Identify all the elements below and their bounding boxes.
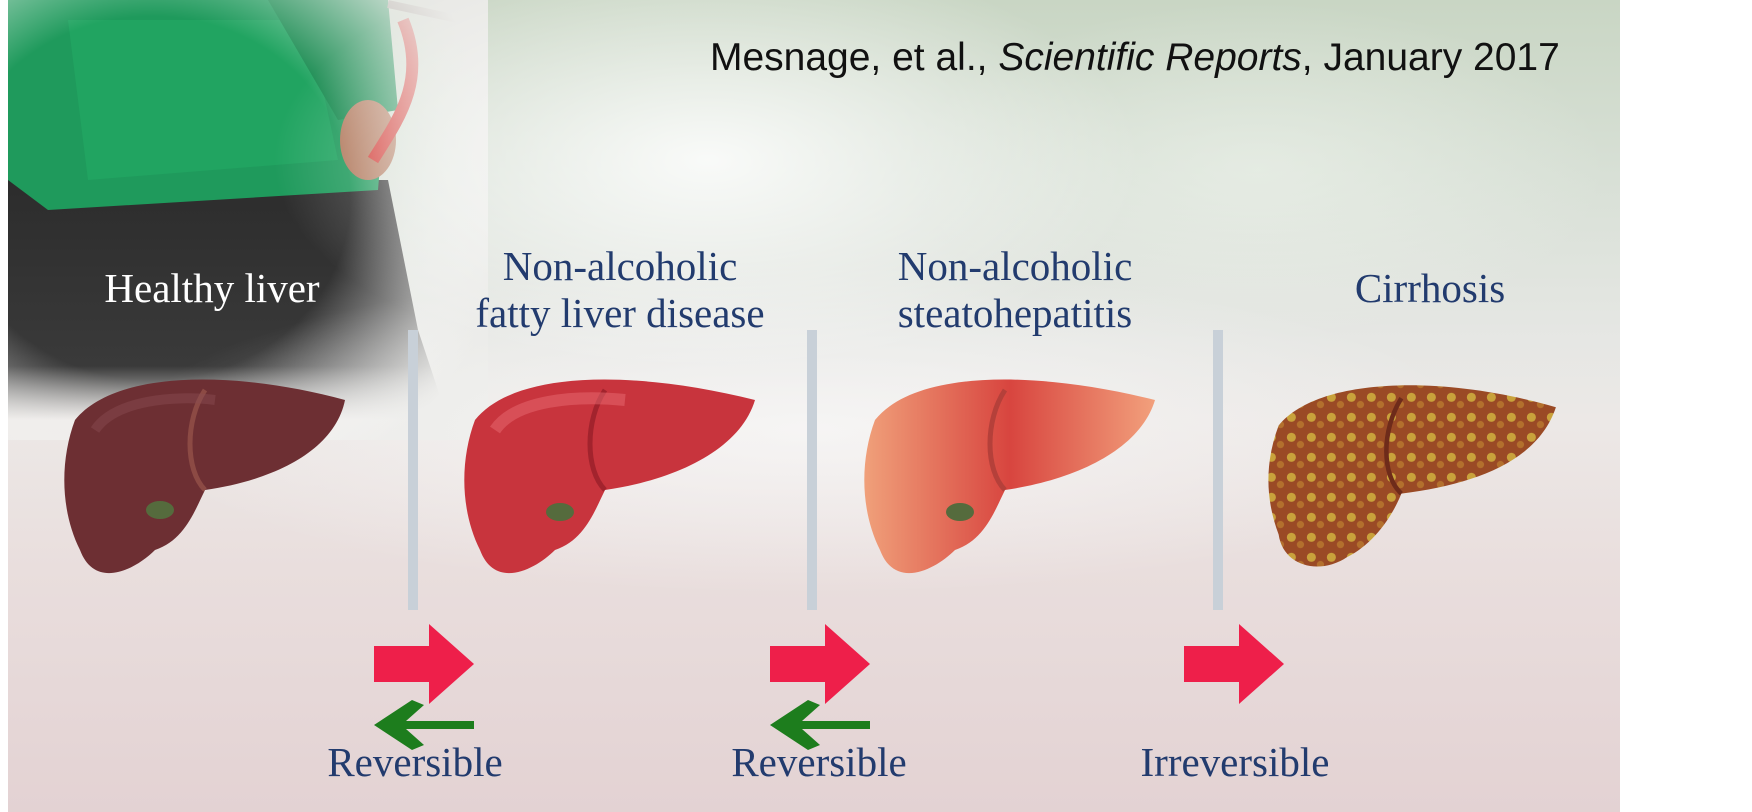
liver-nafld-image: [455, 360, 755, 600]
stage-label-nash: Non-alcoholic steatohepatitis: [855, 243, 1175, 337]
forward-arrow-red: [770, 624, 870, 704]
stage-label-nafld: Non-alcoholic fatty liver disease: [430, 243, 810, 337]
stage-label-cirrhosis: Cirrhosis: [1310, 265, 1550, 312]
transition-label-reversible: Reversible: [290, 738, 540, 786]
liver-nash-image: [855, 360, 1155, 600]
citation-authors: Mesnage, et al.,: [710, 36, 988, 79]
stage-divider: [1213, 330, 1223, 610]
stage-label-healthy-liver: Healthy liver: [62, 265, 362, 312]
stage-divider: [807, 330, 817, 610]
forward-arrow-red: [1184, 624, 1284, 704]
citation-journal: Scientific Reports: [998, 36, 1301, 79]
citation: Mesnage, et al., Scientific Reports, Jan…: [710, 36, 1560, 80]
transition-label-reversible: Reversible: [694, 738, 944, 786]
transition-label-irreversible: Irreversible: [1100, 738, 1370, 786]
forward-arrow-red: [374, 624, 474, 704]
citation-date: , January 2017: [1302, 36, 1560, 79]
stage-divider: [408, 330, 418, 610]
liver-healthy-image: [55, 360, 355, 600]
liver-cirrhosis-image: [1265, 360, 1565, 600]
